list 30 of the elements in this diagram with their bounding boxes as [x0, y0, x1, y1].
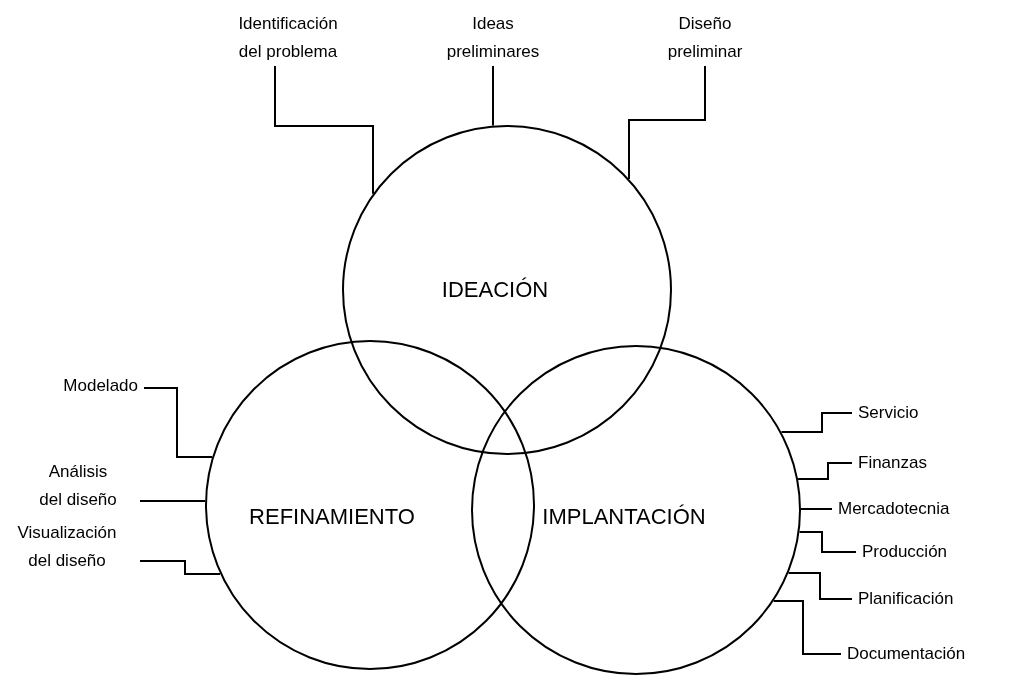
- leader-label: Modelado: [18, 372, 138, 400]
- leader-label: Diseño preliminar: [655, 10, 755, 66]
- leader-label: Identificación del problema: [230, 10, 346, 66]
- leader-line: [492, 65, 494, 127]
- leader-line: [772, 600, 842, 655]
- venn-circle: [205, 340, 535, 670]
- leader-label: Ideas preliminares: [438, 10, 548, 66]
- leader-line: [274, 65, 374, 195]
- circle-label: IDEACIÓN: [441, 277, 549, 303]
- circle-label: REFINAMIENTO: [249, 504, 415, 530]
- leader-label: Mercadotecnia: [838, 495, 1013, 523]
- leader-line: [780, 412, 853, 433]
- leader-label: Producción: [862, 538, 1012, 566]
- leader-line: [139, 500, 207, 502]
- leader-line: [139, 560, 222, 575]
- leader-label: Servicio: [858, 399, 1008, 427]
- venn-circle: [342, 125, 672, 455]
- leader-line: [143, 387, 214, 458]
- leader-line: [787, 572, 853, 600]
- leader-line: [798, 531, 857, 553]
- leader-label: Visualización del diseño: [12, 519, 122, 575]
- leader-label: Análisis del diseño: [38, 458, 118, 514]
- leader-line: [628, 65, 706, 180]
- leader-label: Planificación: [858, 585, 1008, 613]
- leader-label: Finanzas: [858, 449, 1008, 477]
- leader-line: [800, 508, 833, 510]
- venn-circle: [471, 345, 801, 675]
- leader-line: [797, 462, 853, 480]
- circle-label: IMPLANTACIÓN: [542, 504, 706, 530]
- leader-label: Documentación: [847, 640, 1012, 668]
